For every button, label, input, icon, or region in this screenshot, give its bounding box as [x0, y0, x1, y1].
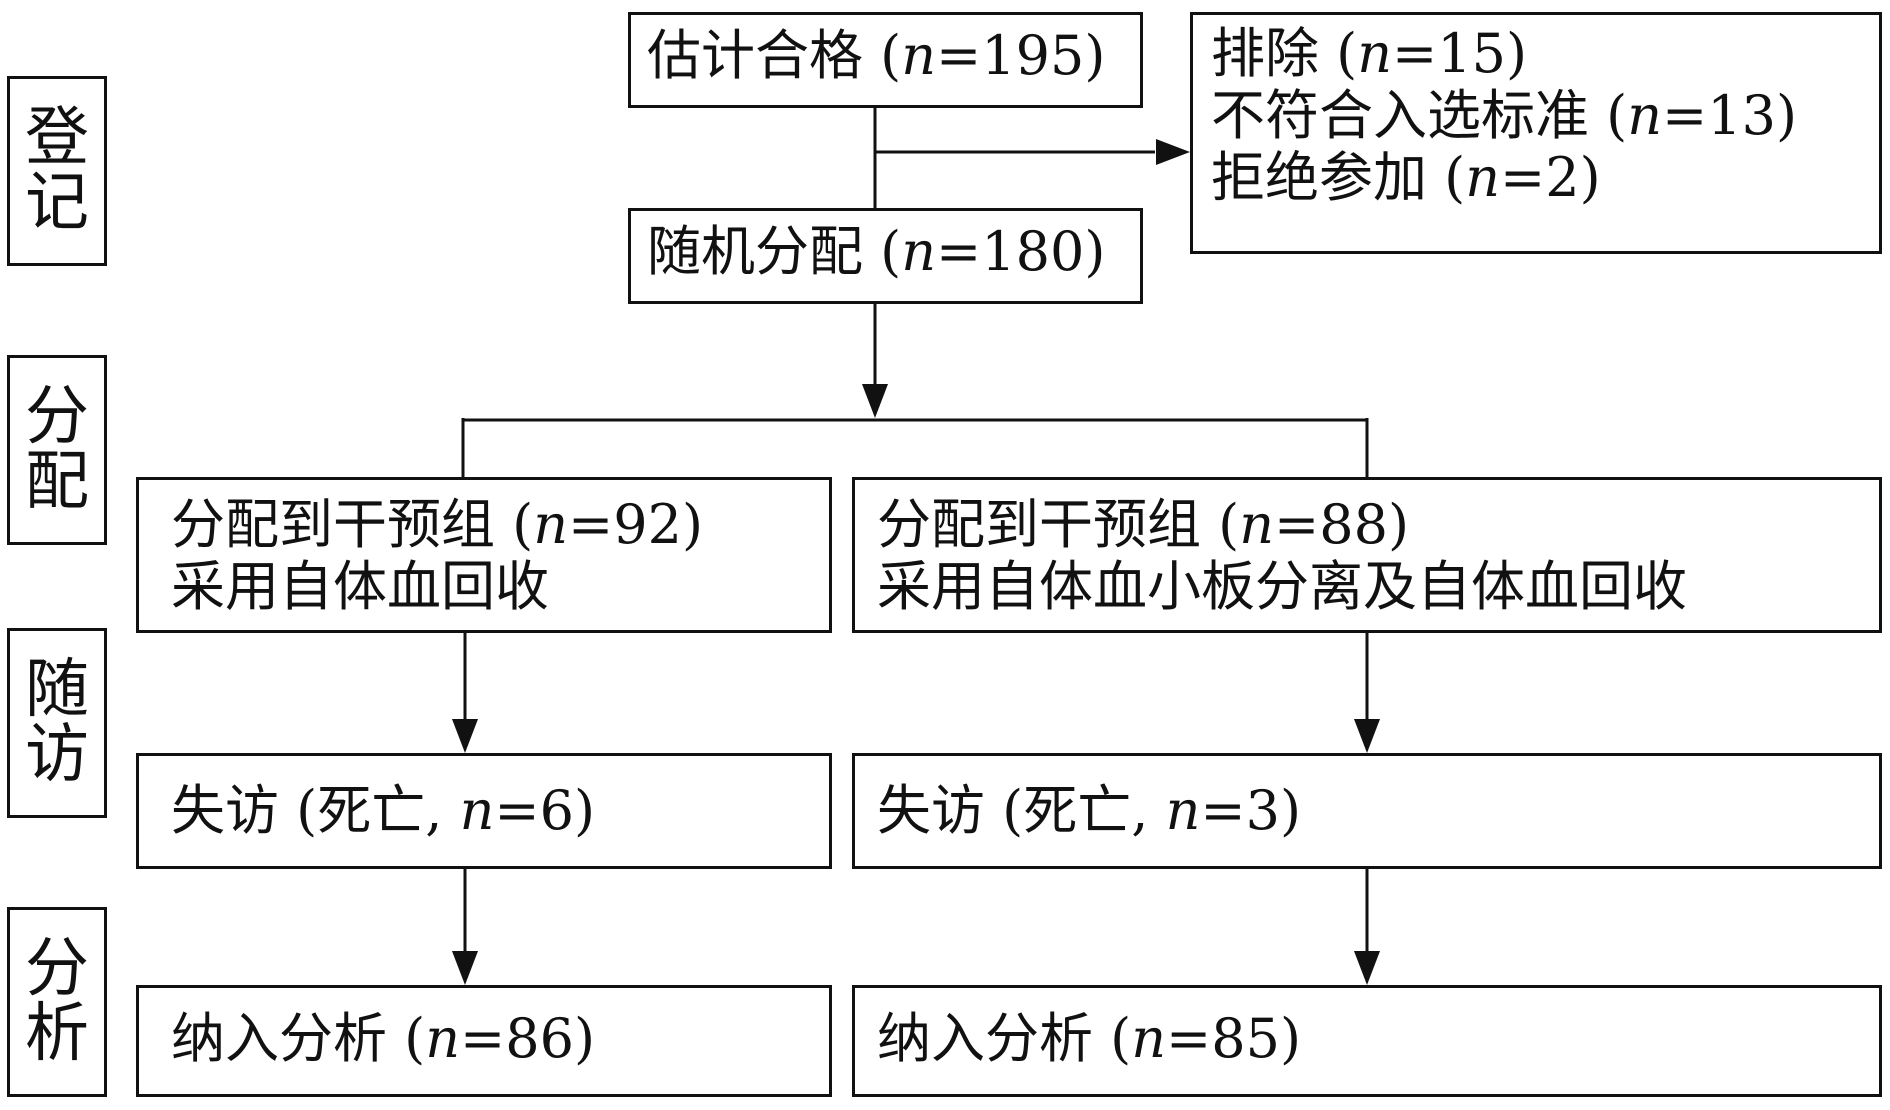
stage-enrollment-char-1: 登: [25, 100, 89, 175]
stage-analysis: 分 析: [7, 907, 107, 1097]
stage-allocation-char-1: 分: [25, 379, 89, 454]
allocation-left-box: 分配到干预组 (n=92) 采用自体血回收: [136, 477, 832, 633]
lost-left-box: 失访 (死亡, n=6): [136, 753, 832, 869]
stage-enrollment: 登 记: [7, 76, 107, 266]
stage-follow-up-char-2: 访: [25, 718, 89, 792]
allocation-left-intervention: 采用自体血回收: [171, 555, 549, 619]
stage-follow-up: 随 访: [7, 628, 107, 818]
allocation-right-intervention: 采用自体血小板分离及自体血回收: [877, 555, 1687, 619]
randomized-box: 随机分配 (n=180): [628, 208, 1143, 304]
stage-allocation: 分 配: [7, 355, 107, 545]
analyzed-left-text: 纳入分析 (n=86): [171, 1007, 596, 1070]
excluded-ineligible: 不符合入选标准 (n=13): [1211, 84, 1798, 148]
analyzed-left-box: 纳入分析 (n=86): [136, 985, 832, 1097]
lost-left-text: 失访 (死亡, n=6): [171, 779, 596, 842]
lost-right-text: 失访 (死亡, n=3): [877, 779, 1302, 842]
eligible-box: 估计合格 (n=195): [628, 12, 1143, 108]
stage-allocation-char-2: 配: [25, 445, 89, 519]
excluded-box: 排除 (n=15) 不符合入选标准 (n=13) 拒绝参加 (n=2): [1190, 12, 1882, 254]
randomized-text: 随机分配 (n=180): [647, 220, 1106, 283]
arrow-to-analyzed-left: [452, 951, 478, 985]
excluded-total: 排除 (n=15): [1211, 22, 1528, 85]
allocation-left-count: 分配到干预组 (n=92): [171, 493, 704, 556]
arrow-to-analyzed-right: [1354, 951, 1380, 985]
stage-follow-up-char-1: 随: [25, 652, 89, 727]
eligible-text: 估计合格 (n=195): [647, 24, 1106, 87]
allocation-right-count: 分配到干预组 (n=88): [877, 493, 1410, 556]
lost-right-box: 失访 (死亡, n=3): [852, 753, 1882, 869]
arrow-to-excluded: [1156, 139, 1190, 165]
excluded-declined: 拒绝参加 (n=2): [1211, 146, 1601, 210]
analyzed-right-box: 纳入分析 (n=85): [852, 985, 1882, 1097]
allocation-right-box: 分配到干预组 (n=88) 采用自体血小板分离及自体血回收: [852, 477, 1882, 633]
arrow-to-lost-right: [1354, 719, 1380, 753]
stage-enrollment-char-2: 记: [25, 166, 89, 240]
stage-analysis-char-1: 分: [25, 931, 89, 1006]
analyzed-right-text: 纳入分析 (n=85): [877, 1007, 1302, 1070]
arrow-to-lost-left: [452, 719, 478, 753]
arrow-to-split: [862, 384, 888, 418]
stage-analysis-char-2: 析: [25, 997, 89, 1071]
